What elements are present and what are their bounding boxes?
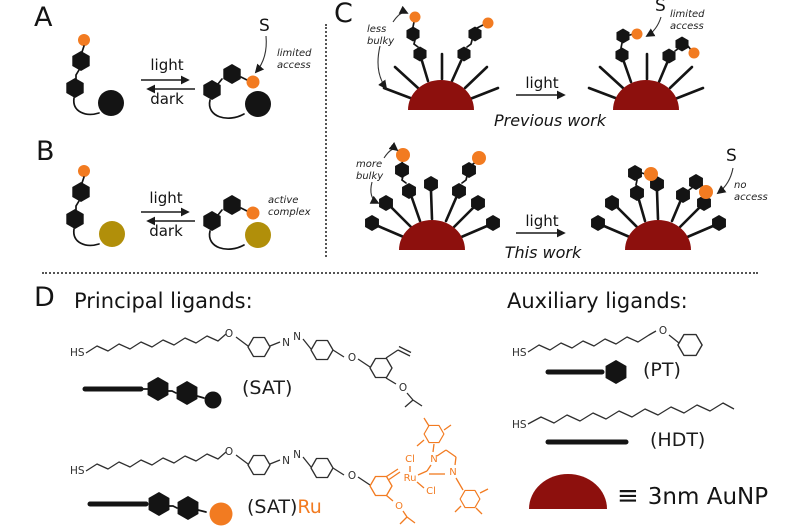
atom-label-n: N [282,455,290,467]
panel-b-reaction-arrows [141,207,195,226]
panel-c-thiswork-substrate: S [726,146,737,166]
equivalence-symbol: ≡ [617,481,639,511]
satru-cartoon [87,492,233,526]
panel-d-label: D [34,282,55,313]
nanoparticle-previous-trans [382,11,500,110]
panel-c-previous-access-note: limited access [670,9,705,32]
pt-structure: HS O [512,325,703,359]
atom-label-o: O [395,501,403,512]
less-bulky-arrow-bottom [377,45,388,90]
panel-b-label: B [36,136,55,167]
panel-a-trans-molecule [66,34,124,116]
hdt-structure: HS [512,402,735,431]
panel-c-previous-substrate: S [655,0,666,16]
substrate-access-arrow [254,35,267,74]
atom-label-o: O [348,470,356,482]
ru-complex: Ru Cl Cl N N O [369,417,489,525]
atom-label-ru: Ru [404,473,417,484]
substrate-no-access-arrow [716,167,734,195]
satru-label-suffix: Ru [297,496,322,518]
gold-nanoparticle [613,80,679,110]
atom-label-o: O [399,382,407,394]
more-bulky-arrow-bottom [369,181,380,204]
satru-label: (SAT)Ru [247,496,322,518]
panel-a-substrate-label: S [259,16,270,36]
atom-label-hs: HS [70,465,85,477]
atom-label-o: O [348,352,356,364]
atom-label-n: N [449,467,456,478]
horizontal-divider [42,272,758,274]
azobenzene-arm-cis [615,28,643,84]
panel-b-active-note: active complex [268,195,311,218]
gold-nanoparticle [408,80,474,110]
aunp-size-label: 3nm AuNP [647,483,769,510]
bulky-auxiliary-ligands [365,176,500,240]
pt-cartoon [545,360,627,384]
bulky-auxiliary-ligands [591,176,726,240]
atom-label-cl: Cl [426,486,436,497]
panel-c-previous-light-label: light [525,74,559,92]
sat-cartoon [82,377,222,409]
atom-label-hs: HS [70,347,85,359]
atom-label-n: N [293,331,301,343]
vertical-divider [325,24,327,257]
panel-b-cis-molecule [203,195,271,250]
atom-label-hs: HS [512,419,527,431]
panel-a-reaction-arrows [141,75,195,94]
hdt-label: (HDT) [650,429,706,451]
panel-b-trans-molecule [66,165,125,247]
panel-a-light-label: light [150,56,184,74]
aunp-legend-dome [529,474,607,509]
panel-a-cis-molecule [203,35,271,119]
previous-work-caption: Previous work [493,111,607,130]
panel-b-dark-label: dark [149,222,183,240]
atom-label-o: O [225,446,233,458]
principal-ligands-heading: Principal ligands: [74,289,253,313]
nanoparticle-thiswork-trans [365,148,500,250]
more-bulky-arrow-top [383,141,399,159]
nanoparticle-previous-cis [587,28,705,110]
atom-label-o: O [659,325,667,337]
azobenzene-arm-cis [628,165,658,223]
sat-structure: HS O N N O O [70,328,423,408]
atom-label-n: N [293,449,301,461]
panel-a-access-note: limited access [277,48,312,71]
azobenzene-arm-trans [406,11,430,83]
this-work-caption: This work [504,243,582,262]
atom-label-hs: HS [512,347,527,359]
azobenzene-arm-trans [395,148,422,223]
panel-c-thiswork-light-label: light [525,212,559,230]
panel-a-dark-label: dark [150,90,184,108]
satru-structure: HS O N N O Ru Cl Cl N N [70,417,489,525]
atom-label-n: N [282,337,290,349]
less-bulky-note: less bulky [367,24,395,47]
sat-label: (SAT) [242,377,293,399]
azobenzene-arm-trans [450,17,494,83]
panel-a-label: A [34,2,53,33]
substrate-access-arrow-previous [645,16,662,37]
more-bulky-note: more bulky [356,159,384,182]
azobenzene-arm-cis [670,174,713,223]
nanoparticle-thiswork-cis [591,165,726,250]
pt-label: (PT) [643,359,681,381]
auxiliary-ligands-heading: Auxiliary ligands: [507,289,688,313]
panel-c-thiswork-access-note: no access [734,180,768,203]
aunp-legend: ≡ 3nm AuNP [617,481,769,511]
azobenzene-arm-trans [444,151,486,223]
atom-label-cl: Cl [405,454,415,465]
atom-label-n: N [430,454,437,465]
less-bulky-arrow-top [392,5,409,23]
satru-label-base: (SAT) [247,496,298,518]
panel-b-light-label: light [149,189,183,207]
azobenzene-arm-cis [657,36,700,84]
atom-label-o: O [225,328,233,340]
panel-c-label: C [334,0,353,29]
